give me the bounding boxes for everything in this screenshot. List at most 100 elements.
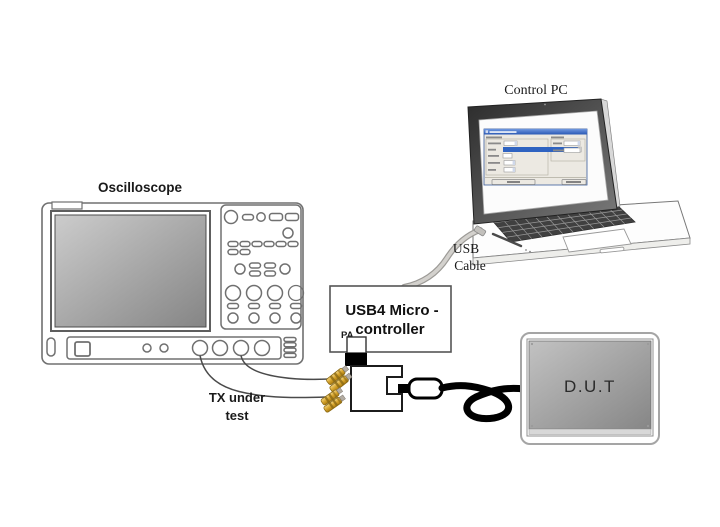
pa-label: PA xyxy=(341,330,354,341)
laptop-port-dot xyxy=(529,250,531,253)
oscilloscope-top-tab xyxy=(51,201,83,210)
panel-button[interactable] xyxy=(289,302,303,310)
panel-button[interactable] xyxy=(287,240,299,248)
panel-button[interactable] xyxy=(239,248,251,256)
panel-button[interactable] xyxy=(226,302,240,310)
connector-strip-panel xyxy=(66,336,282,360)
black-data-cable xyxy=(438,382,528,423)
usb-cable-label-line2: Cable xyxy=(454,258,486,273)
panel-button[interactable] xyxy=(248,262,262,269)
strip-pill[interactable] xyxy=(283,352,297,359)
field-label xyxy=(553,142,562,145)
panel-knob[interactable] xyxy=(224,284,242,302)
dut-screw xyxy=(646,342,650,346)
pa-connector-black xyxy=(345,353,367,366)
panel-knob[interactable] xyxy=(266,284,284,302)
panel-button[interactable] xyxy=(263,240,275,248)
field-label xyxy=(553,149,564,152)
dut-screw xyxy=(646,424,650,428)
oscilloscope xyxy=(41,201,305,365)
panel-button[interactable] xyxy=(263,270,277,277)
panel-button[interactable] xyxy=(275,240,287,248)
button-label xyxy=(507,181,520,183)
app-icon xyxy=(485,130,489,134)
panel-knob[interactable] xyxy=(279,263,291,275)
panel-knob[interactable] xyxy=(245,284,263,302)
field-label xyxy=(488,142,501,145)
control-pc-label: Control PC xyxy=(504,83,567,98)
scope-screen xyxy=(54,214,207,328)
laptop-touchpad[interactable] xyxy=(562,228,632,253)
panel-knob[interactable] xyxy=(227,312,239,324)
laptop-front-latch xyxy=(599,246,625,254)
bnc-connector[interactable] xyxy=(211,339,229,357)
dropdown-arrow[interactable] xyxy=(514,141,517,146)
panel-button[interactable] xyxy=(241,213,255,221)
strip-pill[interactable] xyxy=(283,336,297,343)
strip-square-button[interactable] xyxy=(74,341,91,357)
usb-plug-body xyxy=(407,377,444,400)
strip-pill[interactable] xyxy=(283,347,297,353)
bnc-connector[interactable] xyxy=(253,339,271,357)
dut-label: D.U.T xyxy=(564,377,616,396)
usb-plug-metal-tip xyxy=(398,384,410,393)
tx-under-test-label-line1: TX under xyxy=(209,390,265,405)
usb-cable-label-line1: USB xyxy=(453,241,479,256)
strip-pill[interactable] xyxy=(283,342,297,348)
dut-screw xyxy=(530,342,534,346)
strip-small-connector[interactable] xyxy=(142,343,152,353)
group-caption xyxy=(551,136,564,139)
field-label xyxy=(488,169,496,171)
panel-knob[interactable] xyxy=(234,263,246,275)
dropdown-arrow[interactable] xyxy=(512,167,515,173)
strip-small-connector[interactable] xyxy=(159,343,169,353)
usb-plug-at-laptop xyxy=(473,225,487,237)
panel-button[interactable] xyxy=(239,240,251,248)
dut-frame xyxy=(526,338,654,437)
dropdown-arrow[interactable] xyxy=(512,160,515,166)
panel-knob[interactable] xyxy=(223,209,239,225)
text-field[interactable] xyxy=(502,153,513,159)
panel-button[interactable] xyxy=(227,248,239,256)
group-caption xyxy=(486,136,502,139)
panel-button[interactable] xyxy=(268,302,282,310)
highlighted-field[interactable] xyxy=(503,147,578,152)
oscilloscope-label: Oscilloscope xyxy=(98,180,183,195)
panel-button[interactable] xyxy=(227,240,239,248)
tx-under-test-label-line2: test xyxy=(225,408,249,423)
sma-connectors-upper xyxy=(326,365,353,393)
scope-control-panel xyxy=(220,204,305,330)
app-window[interactable] xyxy=(483,128,588,186)
panel-knob[interactable] xyxy=(287,284,305,302)
dut-screw xyxy=(530,424,534,428)
panel-button[interactable] xyxy=(247,302,261,310)
panel-knob[interactable] xyxy=(282,227,294,239)
panel-knob[interactable] xyxy=(248,312,260,324)
laptop-port-dot xyxy=(525,249,527,251)
app-title-text xyxy=(489,131,517,133)
panel-button[interactable] xyxy=(251,240,263,248)
laptop-optical-drive-slot xyxy=(491,232,523,248)
panel-knob[interactable] xyxy=(290,312,302,324)
cable-to-upper-sma xyxy=(240,355,331,381)
sma-connectors-lower xyxy=(320,387,346,413)
panel-button[interactable] xyxy=(268,212,284,222)
usb4-label-line2: controller xyxy=(355,321,424,338)
dut-device: D.U.T xyxy=(520,332,660,445)
usb-cable xyxy=(401,225,487,290)
panel-knob[interactable] xyxy=(256,212,266,222)
panel-button[interactable] xyxy=(284,212,300,222)
panel-button[interactable] xyxy=(248,270,262,277)
dropdown-arrow[interactable] xyxy=(577,141,580,146)
dropdown-field[interactable] xyxy=(563,147,581,153)
microcontroller-board xyxy=(350,365,403,412)
app-window-titlebar[interactable] xyxy=(484,129,587,135)
dut-bottom-strip xyxy=(528,428,652,435)
power-button[interactable] xyxy=(46,337,56,357)
panel-knob[interactable] xyxy=(269,312,281,324)
usb4-controller-box xyxy=(329,285,452,353)
field-label xyxy=(488,148,496,151)
panel-button[interactable] xyxy=(263,262,277,269)
pa-connector-tab xyxy=(346,336,367,354)
